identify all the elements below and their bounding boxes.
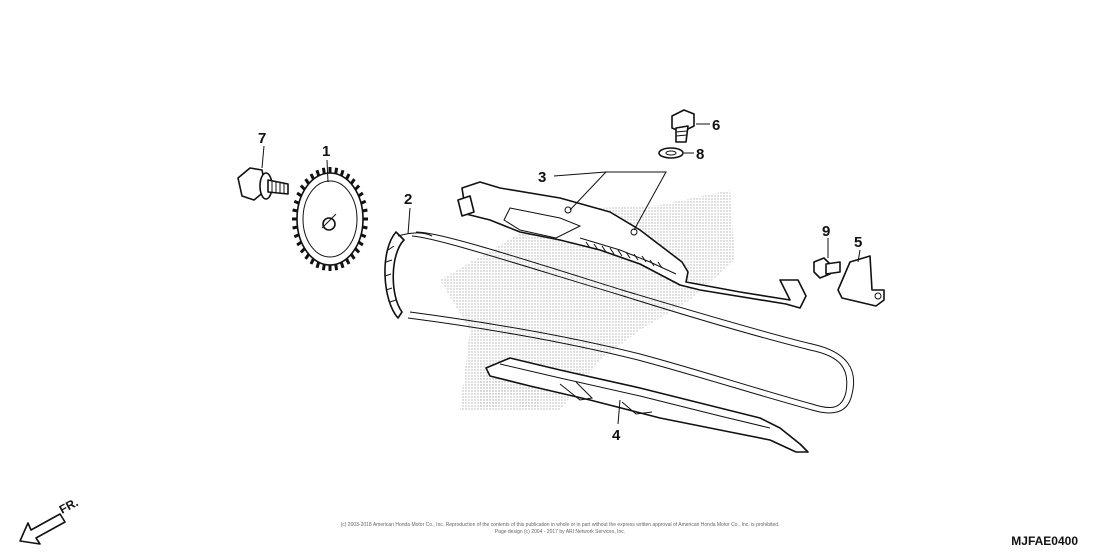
- callout-2[interactable]: 2: [404, 191, 412, 208]
- sprocket-tooth: [304, 178, 311, 185]
- bolt-part-9[interactable]: [813, 257, 841, 279]
- sprocket-tooth: [354, 247, 361, 254]
- callout-3[interactable]: 3: [538, 169, 546, 186]
- washer-part-8[interactable]: [658, 147, 684, 159]
- callout-4[interactable]: 4: [612, 427, 621, 444]
- sprocket-tooth: [304, 253, 311, 260]
- sprocket-tooth: [315, 169, 321, 177]
- sprocket-tooth: [299, 184, 306, 191]
- sprocket-tooth: [349, 178, 356, 185]
- sprocket-tooth: [339, 169, 345, 177]
- sprocket-tooth: [349, 253, 356, 260]
- sprocket-tooth: [309, 258, 315, 265]
- front-direction-indicator: FR.: [19, 495, 80, 545]
- sprocket-tooth: [334, 264, 339, 271]
- callout-9[interactable]: 9: [822, 223, 830, 240]
- chain-guide-part-4[interactable]: [485, 357, 809, 453]
- sprocket-tooth: [299, 247, 306, 254]
- copyright-line-1: (c) 2003-2018 American Honda Motor Co., …: [341, 522, 780, 528]
- callout-7[interactable]: 7: [258, 130, 266, 147]
- leader-lines: [261, 123, 861, 425]
- sprocket-tooth: [315, 261, 321, 269]
- sprocket-tooth: [321, 167, 326, 174]
- sprocket-tooth: [339, 261, 345, 269]
- copyright-line-2: Page design (c) 2004 - 2017 by ARI Netwo…: [495, 529, 625, 535]
- callout-5[interactable]: 5: [854, 234, 862, 251]
- sprocket-tooth: [334, 167, 339, 174]
- sprocket-tooth: [321, 264, 326, 271]
- sprocket-tooth: [354, 184, 361, 191]
- bolt-part-6[interactable]: [671, 109, 695, 143]
- sprocket-tooth: [309, 173, 315, 180]
- callout-8[interactable]: 8: [696, 146, 704, 163]
- cam-sprocket-part-1[interactable]: [292, 167, 368, 271]
- callout-labels: 1 2 3 4 5 6 7 8 9: [258, 117, 862, 444]
- copyright-notice: (c) 2003-2018 American Honda Motor Co., …: [341, 522, 780, 535]
- sprocket-tooth: [345, 258, 351, 265]
- callout-6[interactable]: 6: [712, 117, 720, 134]
- chain-tensioner-arm-part-3[interactable]: [457, 181, 807, 309]
- cam-chain-part-2[interactable]: [384, 231, 855, 414]
- stopper-plate-part-5[interactable]: [837, 255, 885, 307]
- diagram-code: MJFAE0400: [1011, 534, 1078, 548]
- sprocket-tooth: [345, 173, 351, 180]
- arrow-down-left-icon: [19, 513, 66, 545]
- flange-bolt-part-7[interactable]: [237, 167, 289, 201]
- callout-1[interactable]: 1: [322, 143, 330, 160]
